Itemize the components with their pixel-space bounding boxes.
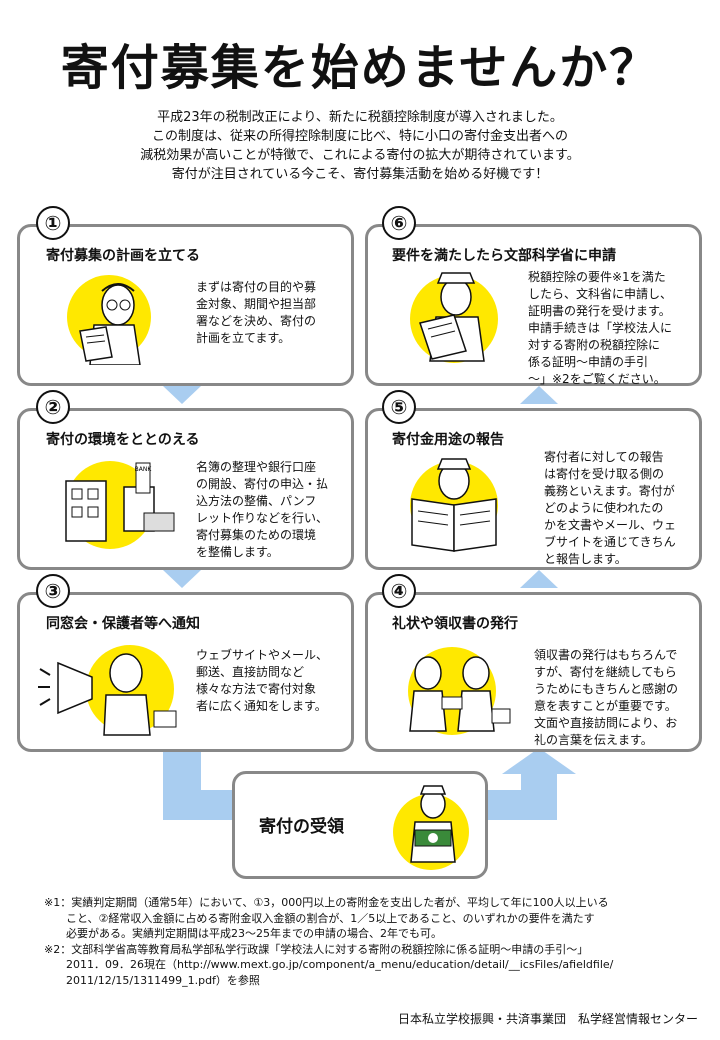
step-4-card: 礼状や領収書の発行 領収書の発行はもちろんで すが、寄付を継続してもら うために… <box>365 592 702 752</box>
arrow-3-to-receive <box>163 752 245 820</box>
body-line: 者に広く通知をします。 <box>196 699 327 713</box>
bank-illustration: BANK <box>65 461 175 549</box>
body-line: かを文書やメール、ウェ <box>544 518 677 532</box>
step-6-title: 要件を満たしたら文部科学省に申請 <box>392 248 616 264</box>
footnote-line: 2011．09．26現在（http://www.mext.go.jp/compo… <box>44 958 614 971</box>
body-line: 領収書の発行はもちろんで <box>534 648 678 662</box>
step-1-title: 寄付募集の計画を立てる <box>46 248 200 264</box>
body-line: 礼の言葉を伝えます。 <box>534 733 653 747</box>
body-line: 込方法の整備、パンフ <box>196 494 317 508</box>
receive-label: 寄付の受領 <box>259 817 344 837</box>
body-line: うためにもきちんと感謝の <box>534 682 679 696</box>
body-line: ～」※2をご覧ください。 <box>528 372 666 386</box>
arrow-up-5-6 <box>520 386 558 404</box>
planner-illustration <box>67 275 151 365</box>
footnotes: ※1：実績判定期間（通常5年）において、①3，000円以上の寄附金を支出した者が… <box>44 895 613 988</box>
body-line: 金対象、期間や担当部 <box>196 297 317 311</box>
intro-line: 減税効果が高いことが特徴で、これによる寄付の拡大が期待されています。 <box>140 148 580 163</box>
money-illustration <box>393 785 469 870</box>
body-line: 文面や直接訪問により、お <box>534 716 678 730</box>
step-3-number: ③ <box>36 574 70 608</box>
step-1-number: ① <box>36 206 70 240</box>
intro-line: この制度は、従来の所得控除制度に比べ、特に小口の寄付金支出者への <box>151 129 568 144</box>
step-2-card: 寄付の環境をととのえる BANK 名簿の整理や銀行口座 の開設、寄付の申込・払 … <box>17 408 354 570</box>
step-4-number: ④ <box>382 574 416 608</box>
arrow-down-2-3 <box>163 570 201 588</box>
organization-name: 日本私立学校振興・共済事業団 私学経営情報センター <box>397 1012 698 1026</box>
body-line: は寄付を受け取る側の <box>544 467 665 481</box>
body-line: 計画を立てます。 <box>196 331 291 345</box>
body-line: の開設、寄付の申込・払 <box>196 477 329 491</box>
body-line: 寄付者に対しての報告 <box>544 450 664 464</box>
step-3-card: 同窓会・保護者等へ通知 ウェブサイトやメール、 郵送、直接訪問など 様々な方法で… <box>17 592 354 752</box>
body-line: 係る証明～申請の手引 <box>528 355 649 369</box>
body-line: 郵送、直接訪問など <box>196 665 305 679</box>
arrow-up-4-5 <box>520 570 558 588</box>
body-line: 意を表すことが重要です。 <box>534 699 677 713</box>
step-6-card: 要件を満たしたら文部科学省に申請 税額控除の要件※1を満た したら、文科省に申請… <box>365 224 702 386</box>
page-title: 寄付募集を始めませんか？ <box>60 40 660 96</box>
body-line: したら、文科省に申請し、 <box>528 287 673 301</box>
step-3-body: ウェブサイトやメール、 郵送、直接訪問など 様々な方法で寄付対象 者に広く通知を… <box>196 647 328 715</box>
step-5-title: 寄付金用途の報告 <box>392 432 504 448</box>
intro-line: 平成23年の税制改正により、新たに税額控除制度が導入されました。 <box>157 110 563 125</box>
step-1-body: まずは寄付の目的や募 金対象、期間や担当部 署などを決め、寄付の 計画を立てます… <box>196 279 316 347</box>
step-2-number: ② <box>36 390 70 424</box>
step-1-card: 寄付募集の計画を立てる まずは寄付の目的や募 金対象、期間や担当部 署などを決め… <box>17 224 354 386</box>
thanks-illustration <box>408 647 511 735</box>
body-line: 寄付募集のための環境 <box>196 528 317 542</box>
body-line: レット作りなどを行い、 <box>196 511 329 525</box>
footnote-line: ※1：実績判定期間（通常5年）において、①3，000円以上の寄附金を支出した者が… <box>44 896 609 909</box>
body-line: 証明書の発行を受けます。 <box>528 304 671 318</box>
step-6-number: ⑥ <box>382 206 416 240</box>
step-5-card: 寄付金用途の報告 寄付者に対しての報告 は寄付を受け取る側の 義務といえます。寄… <box>365 408 702 570</box>
body-line: 名簿の整理や銀行口座 <box>196 460 317 474</box>
footnote-line: こと、②経常収入金額に占める寄附金収入金額の割合が、1／5以上であること、のいず… <box>44 911 595 925</box>
body-line: 義務といえます。寄付が <box>544 484 675 498</box>
step-5-body: 寄付者に対しての報告 は寄付を受け取る側の 義務といえます。寄付が どのように使… <box>544 449 676 568</box>
intro-line: 寄付が注目されている今こそ、寄付募集活動を始める好機です！ <box>171 167 549 182</box>
footnote-line: 必要がある。実績判定期間は平成23～25年までの申請の場合、2年でも可。 <box>44 927 442 940</box>
report-illustration <box>410 458 498 552</box>
step-3-title: 同窓会・保護者等へ通知 <box>46 616 200 632</box>
application-illustration <box>410 272 498 363</box>
arrow-receive-to-4 <box>475 748 576 820</box>
body-line: まずは寄付の目的や募 <box>196 280 317 294</box>
megaphone-illustration <box>38 645 177 736</box>
step-4-title: 礼状や領収書の発行 <box>392 616 518 632</box>
body-line: 様々な方法で寄付対象 <box>196 682 317 696</box>
body-line: 申請手続きは「学校法人に <box>528 321 673 335</box>
body-line: すが、寄付を継続してもら <box>534 665 677 679</box>
body-line: 対する寄附の税額控除に <box>528 338 661 352</box>
intro-text: 平成23年の税制改正により、新たに税額控除制度が導入されました。 この制度は、従… <box>0 108 720 184</box>
footnote-line: ※2：文部科学省高等教育局私学部私学行政課「学校法人に対する寄附の税額控除に係る… <box>44 942 589 956</box>
bank-sign: BANK <box>135 466 153 473</box>
arrow-down-1-2 <box>163 386 201 404</box>
body-line: 署などを決め、寄付の <box>196 314 317 328</box>
body-line: ブサイトを通じてきちん <box>544 535 676 549</box>
step-5-number: ⑤ <box>382 390 416 424</box>
body-line: を整備します。 <box>196 545 279 559</box>
step-4-body: 領収書の発行はもちろんで すが、寄付を継続してもら うためにもきちんと感謝の 意… <box>534 647 678 749</box>
body-line: と報告します。 <box>544 552 627 566</box>
body-line: 税額控除の要件※1を満た <box>528 270 666 284</box>
footnote-line: 2011/12/15/1311499_1.pdf）を参照 <box>44 973 260 987</box>
step-6-body: 税額控除の要件※1を満た したら、文科省に申請し、 証明書の発行を受けます。 申… <box>528 269 672 388</box>
body-line: どのように使われたの <box>544 501 664 515</box>
step-2-body: 名簿の整理や銀行口座 の開設、寄付の申込・払 込方法の整備、パンフ レット作りな… <box>196 459 328 561</box>
step-2-title: 寄付の環境をととのえる <box>46 432 200 448</box>
receive-donation-card: 寄付の受領 <box>232 771 488 879</box>
body-line: ウェブサイトやメール、 <box>196 648 329 662</box>
